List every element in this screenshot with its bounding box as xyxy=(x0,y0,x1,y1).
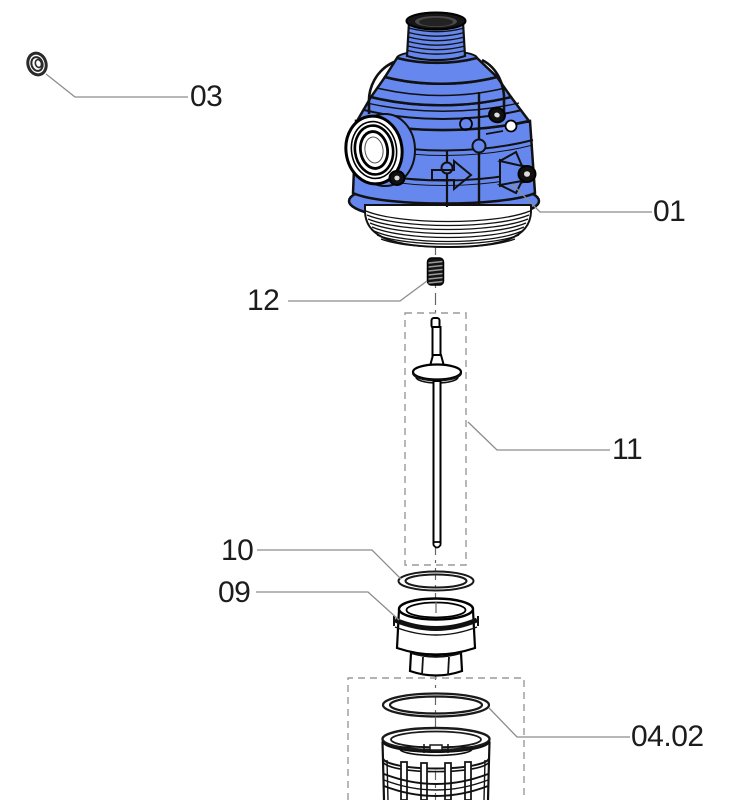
leader-12 xyxy=(288,280,428,302)
part-03-seal xyxy=(26,51,48,77)
label-part-0402: 04.02 xyxy=(631,720,704,753)
part-11-rod xyxy=(411,317,463,549)
label-part-03: 03 xyxy=(190,80,223,113)
leader-0402 xyxy=(488,707,630,738)
label-part-09: 09 xyxy=(218,576,251,609)
leader-03 xyxy=(45,73,188,98)
label-part-11: 11 xyxy=(612,433,643,466)
leader-09 xyxy=(256,591,400,621)
dashed-box-11 xyxy=(404,312,467,566)
label-part-10: 10 xyxy=(221,534,254,567)
part-10-oring xyxy=(397,570,475,592)
part-12-spring xyxy=(426,257,445,286)
flow-arrow xyxy=(431,158,473,192)
leader-01 xyxy=(511,183,652,213)
part-01-housing xyxy=(344,11,541,249)
dashed-box-0402 xyxy=(347,677,525,800)
part-0402-oring xyxy=(381,692,491,718)
part-09-cap xyxy=(393,597,479,677)
label-part-12: 12 xyxy=(247,284,280,317)
leader-10 xyxy=(257,549,402,580)
label-part-01: 01 xyxy=(653,195,686,228)
leader-11 xyxy=(467,421,610,451)
part-0402-basket xyxy=(381,726,491,800)
